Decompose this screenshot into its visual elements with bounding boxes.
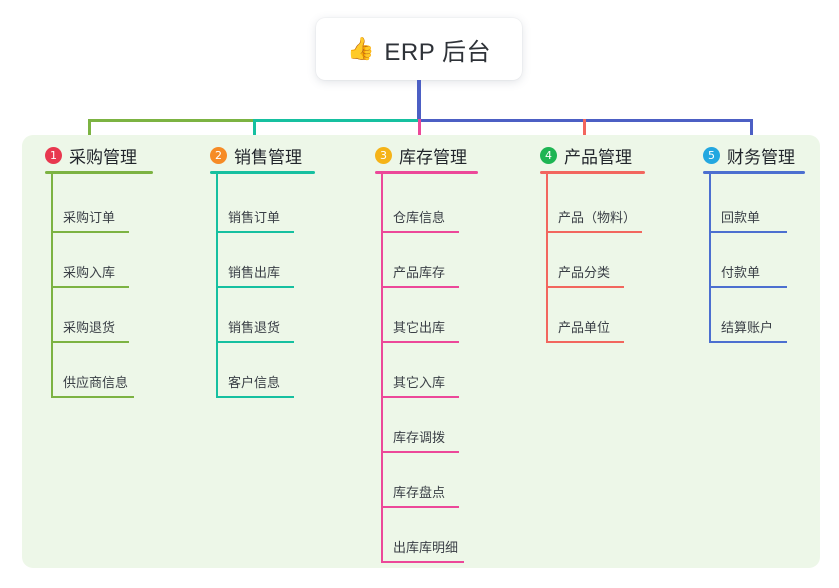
branch-item-rule — [546, 286, 624, 288]
branch-header-1[interactable]: 1 采购管理 — [45, 143, 137, 168]
branch-number-badge: 3 — [375, 147, 392, 164]
branch-item-rule — [546, 231, 642, 233]
branch-item-rule — [216, 341, 294, 343]
bar-segment-2 — [253, 119, 421, 122]
branch-item-rule — [381, 561, 464, 563]
branch-item-rule — [381, 286, 459, 288]
branch-item-rule — [709, 231, 787, 233]
branch-item-rule — [381, 506, 459, 508]
branch-trunk-line — [546, 174, 548, 343]
drop-line-2 — [253, 119, 256, 147]
branches-panel: 1 采购管理采购订单采购入库采购退货供应商信息 2 销售管理销售订单销售出库销售退货客… — [22, 135, 820, 568]
branch-item-label: 采购入库 — [63, 265, 116, 280]
branch-header-5[interactable]: 5 财务管理 — [703, 143, 795, 168]
branch-header-3[interactable]: 3 库存管理 — [375, 143, 467, 168]
branch-header-rule — [375, 171, 478, 174]
bar-segment-1 — [88, 119, 256, 122]
branch-item-rule — [216, 396, 294, 398]
branch-item-label: 销售出库 — [228, 265, 281, 280]
root-node-title: ERP 后台 — [384, 38, 491, 66]
branch-item-rule — [709, 341, 787, 343]
branch-item-label: 其它出库 — [393, 320, 446, 335]
branch-title: 采购管理 — [69, 148, 137, 167]
branch-item-rule — [546, 341, 624, 343]
branch-header-rule — [210, 171, 315, 174]
branch-item-label: 仓库信息 — [393, 210, 446, 225]
branch-title: 财务管理 — [727, 148, 795, 167]
branch-item-label: 产品单位 — [558, 320, 611, 335]
branch-item-label: 出库库明细 — [393, 540, 459, 555]
branch-header-2[interactable]: 2 销售管理 — [210, 143, 302, 168]
branch-item-label: 供应商信息 — [63, 375, 129, 390]
branch-item-label: 销售退货 — [228, 320, 281, 335]
branch-item-label: 库存调拨 — [393, 430, 446, 445]
branch-title: 销售管理 — [234, 148, 302, 167]
drop-line-5 — [750, 119, 753, 147]
branch-item-label: 产品分类 — [558, 265, 611, 280]
branch-item-label: 采购退货 — [63, 320, 116, 335]
branch-title: 库存管理 — [399, 148, 467, 167]
drop-line-4 — [583, 119, 586, 147]
branch-item-rule — [381, 451, 459, 453]
branch-item-rule — [51, 396, 134, 398]
root-stem — [417, 80, 421, 122]
branch-item-label: 产品库存 — [393, 265, 446, 280]
root-node[interactable]: 👍 ERP 后台 — [316, 18, 522, 80]
branch-item-rule — [381, 341, 459, 343]
branch-header-rule — [540, 171, 645, 174]
branch-number-badge: 5 — [703, 147, 720, 164]
branch-item-rule — [709, 286, 787, 288]
branch-trunk-line — [381, 174, 383, 563]
branch-item-label: 结算账户 — [721, 320, 774, 335]
branch-number-badge: 4 — [540, 147, 557, 164]
drop-line-3 — [418, 119, 421, 147]
branch-item-rule — [51, 341, 129, 343]
thumbs-up-icon: 👍 — [347, 36, 375, 61]
branch-item-rule — [51, 286, 129, 288]
branch-item-rule — [381, 396, 459, 398]
drop-line-1 — [88, 119, 91, 147]
branch-item-label: 其它入库 — [393, 375, 446, 390]
branch-item-rule — [381, 231, 459, 233]
branch-title: 产品管理 — [564, 148, 632, 167]
branch-trunk-line — [709, 174, 711, 343]
branch-header-rule — [703, 171, 805, 174]
branch-item-rule — [216, 231, 294, 233]
branch-number-badge: 1 — [45, 147, 62, 164]
branch-item-label: 销售订单 — [228, 210, 281, 225]
branch-header-rule — [45, 171, 153, 174]
branch-item-label: 产品（物料） — [558, 210, 637, 225]
branch-item-rule — [51, 231, 129, 233]
branch-item-label: 采购订单 — [63, 210, 116, 225]
branch-number-badge: 2 — [210, 147, 227, 164]
branch-header-4[interactable]: 4 产品管理 — [540, 143, 632, 168]
branch-item-rule — [216, 286, 294, 288]
branch-item-label: 库存盘点 — [393, 485, 446, 500]
branch-item-label: 回款单 — [721, 210, 761, 225]
branch-item-label: 付款单 — [721, 265, 761, 280]
branch-item-label: 客户信息 — [228, 375, 281, 390]
